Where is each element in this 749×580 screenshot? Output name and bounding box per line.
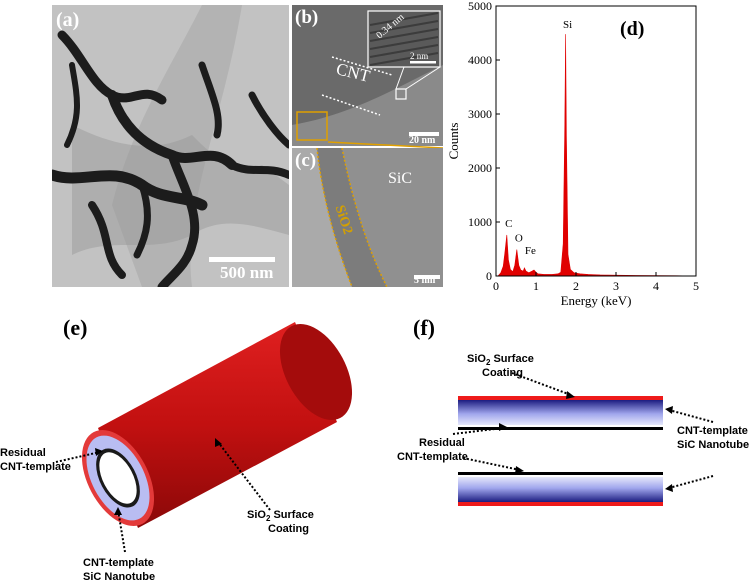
e-residual-line1: Residual: [0, 447, 46, 459]
panel-b-hrtem-image: (b) CNT 0.34 nm 2 nm 20 nm: [292, 5, 443, 146]
tem-image-a: [52, 5, 289, 287]
panel-label-c: (c): [295, 150, 317, 171]
y-tick-label: 1000: [468, 215, 492, 229]
e-nanotube-line1: CNT-template: [83, 557, 154, 569]
peak-label: C: [505, 218, 512, 230]
f-nanotube-line1: CNT-template: [677, 425, 748, 437]
panel-e-tube-schematic: Residual CNT-template SiO2 Surface Coati…: [0, 322, 353, 580]
x-axis-label: Energy (keV): [561, 293, 632, 308]
panel-a-tem-image: (a) 500 nm: [52, 5, 289, 287]
scale-bar-label-b: 20 nm: [409, 135, 436, 146]
scale-bar-label-c: 5 nm: [414, 275, 436, 286]
top-wall: [458, 396, 663, 430]
y-axis-label: Counts: [446, 123, 461, 160]
y-tick-label: 4000: [468, 53, 492, 67]
peak-label: Fe: [525, 245, 536, 257]
f-residual-line2: CNT-template: [397, 451, 468, 463]
x-tick-label: 0: [493, 279, 499, 293]
x-tick-label: 1: [533, 279, 539, 293]
sic-label: SiC: [388, 170, 413, 187]
spectrum-area: [497, 34, 697, 277]
y-tick-label: 5000: [468, 0, 492, 13]
plot-frame: [495, 5, 697, 277]
tube-body: [81, 322, 353, 528]
zoom-connector: [327, 141, 443, 149]
hrtem-image-c: [292, 148, 443, 287]
e-nanotube-line2: SiC Nanotube: [83, 571, 155, 580]
y-tick-label: 0: [486, 269, 492, 283]
panel-label-d: (d): [620, 18, 645, 40]
e-residual-line2: CNT-template: [0, 461, 71, 473]
x-tick-label: 3: [613, 279, 619, 293]
x-tick-label: 4: [653, 279, 659, 293]
panel-label-a: (a): [56, 9, 80, 31]
f-residual-line1: Residual: [419, 437, 465, 449]
hrtem-image-b: [292, 5, 443, 146]
panel-label-e: (e): [63, 315, 88, 340]
peak-label: O: [515, 233, 523, 245]
bottom-wall: [458, 472, 663, 506]
f-coating-line2: Coating: [482, 367, 523, 379]
panel-label-f: (f): [413, 315, 435, 340]
e-coating-line1: SiO2 Surface: [247, 509, 314, 523]
panel-label-b: (b): [295, 7, 319, 28]
e-coating-line2: Coating: [268, 523, 309, 535]
panel-f-cross-section: SiO2 Surface Coating Residual CNT-templa…: [397, 353, 749, 506]
scale-bar-label-a: 500 nm: [220, 263, 274, 282]
x-tick-label: 2: [573, 279, 579, 293]
y-tick-label: 3000: [468, 107, 492, 121]
panel-c-hrtem-image: (c) SiC SiO2 5 nm: [292, 148, 443, 287]
f-nanotube-line2: SiC Nanotube: [677, 439, 749, 451]
y-tick-label: 2000: [468, 161, 492, 175]
inset-scale-label: 2 nm: [410, 51, 429, 61]
x-tick-label: 5: [693, 279, 699, 293]
f-coating-line1: SiO2 Surface: [467, 353, 534, 367]
scale-bar-a: [209, 257, 275, 262]
peak-label: Si: [563, 19, 572, 31]
